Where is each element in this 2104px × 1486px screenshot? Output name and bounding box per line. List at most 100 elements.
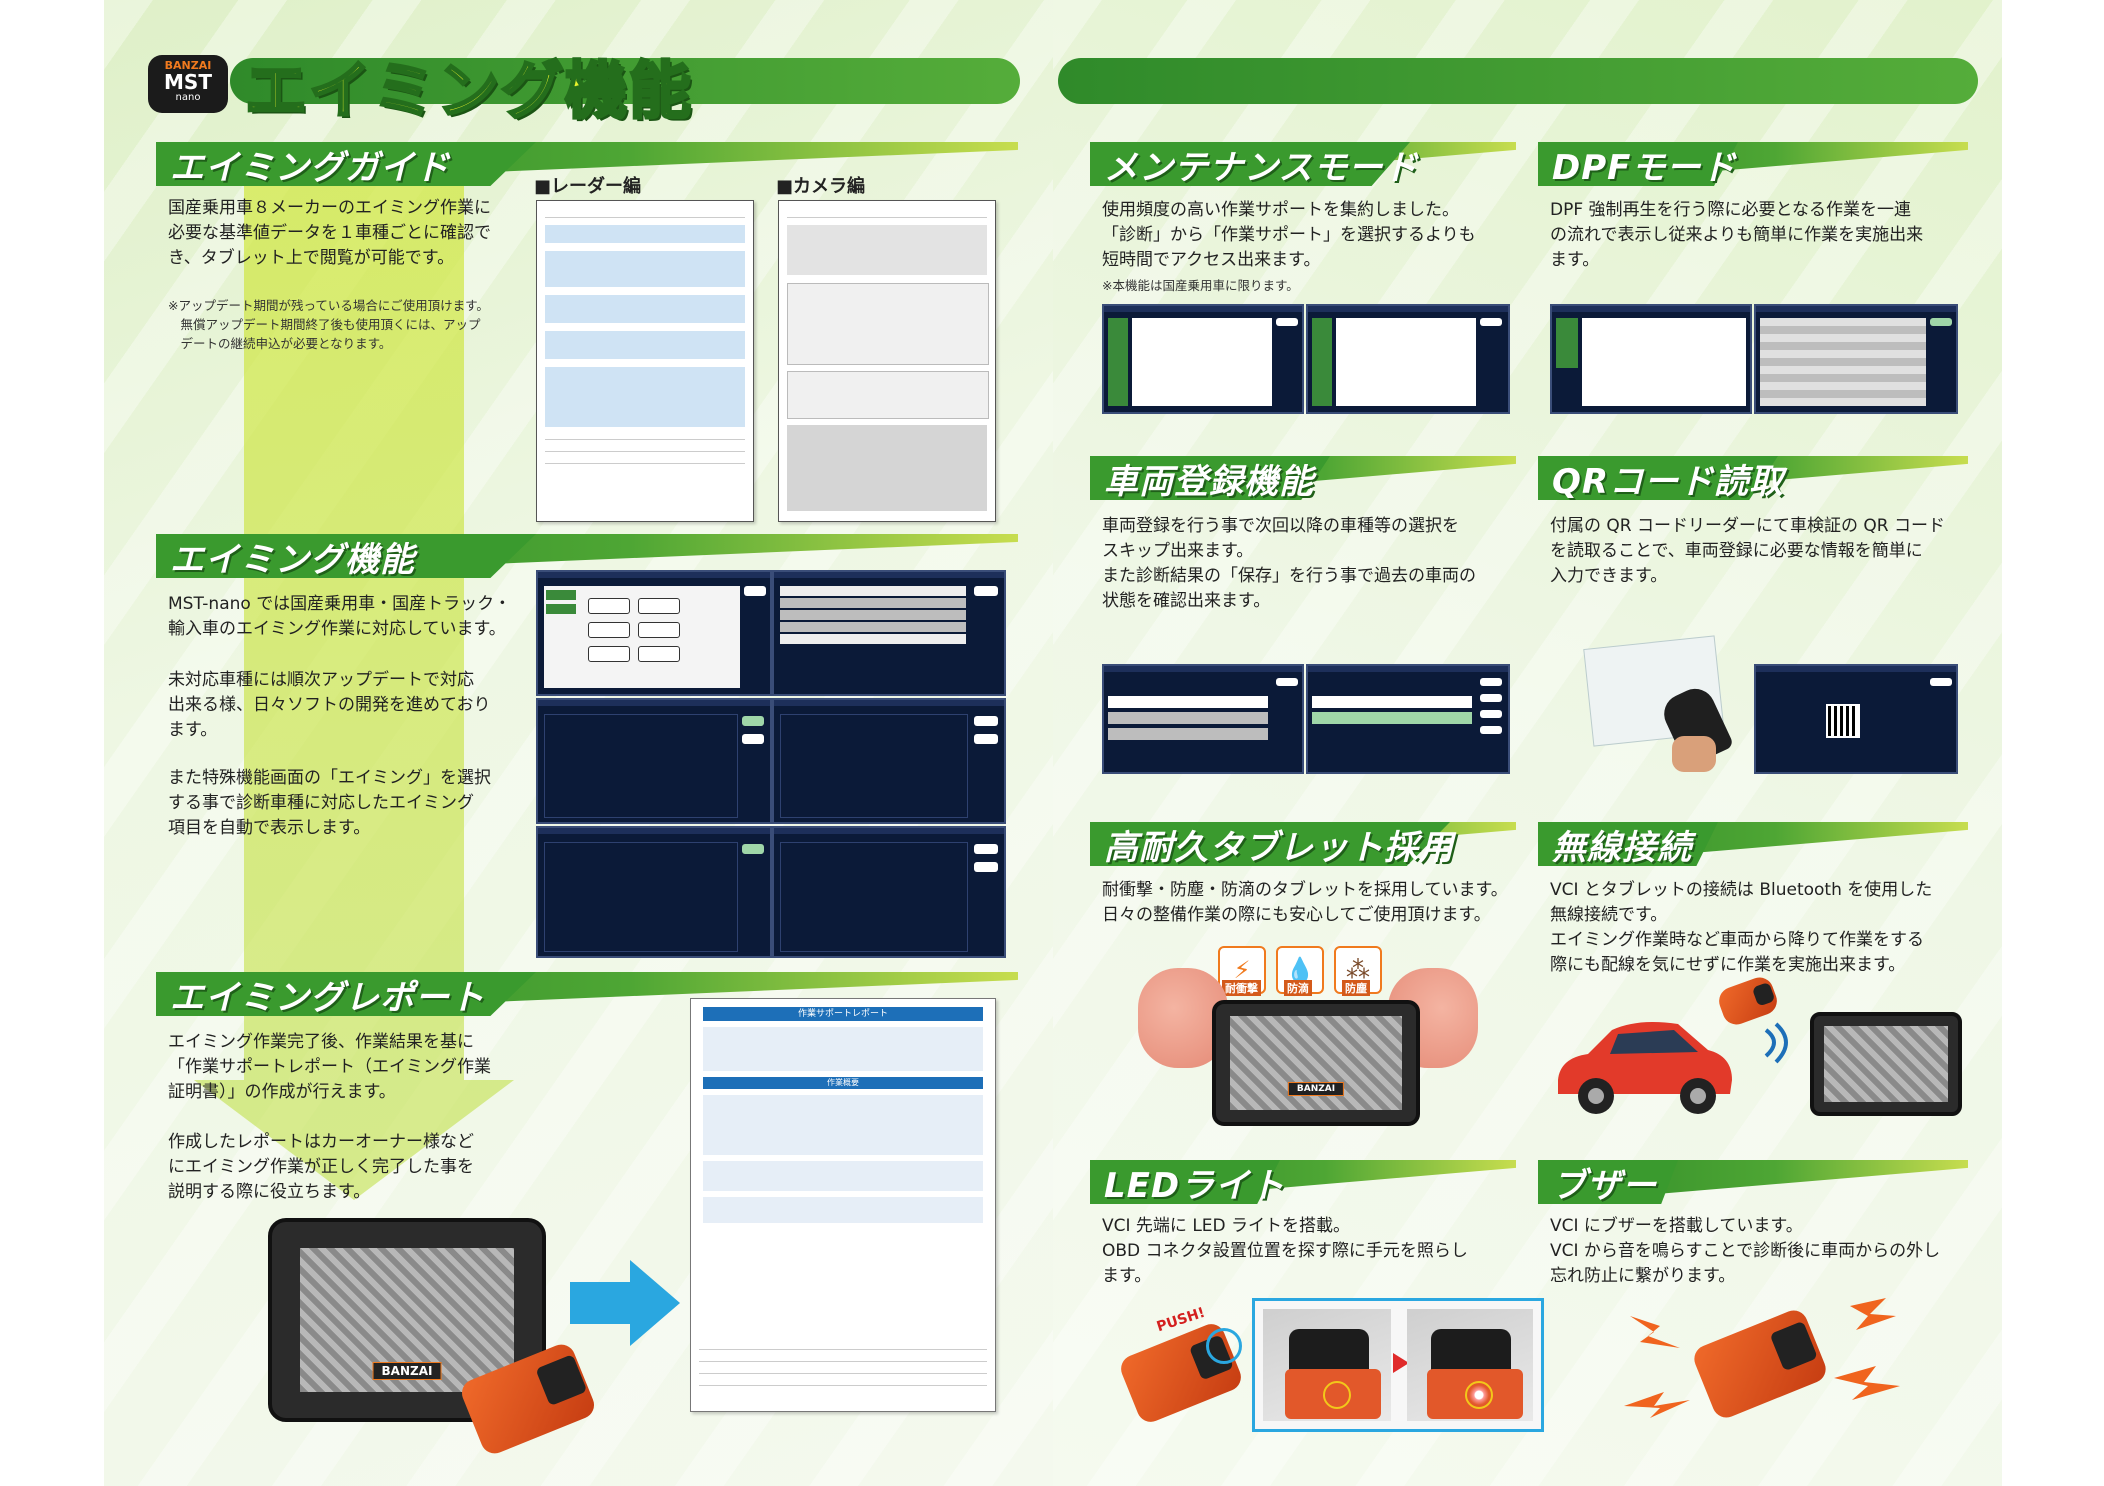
screen-button <box>742 844 764 854</box>
text-line: VCI とタブレットの接続は Bluetooth を使用した <box>1550 880 1933 900</box>
aiming-screen-1 <box>536 570 772 696</box>
text-line: ます。 <box>1550 250 1600 270</box>
aiming-screen-6 <box>772 826 1006 958</box>
registration-body: 車両登録を行う事で次回以降の車種等の選択を スキップ出来ます。 また診断結果の「… <box>1102 514 1522 614</box>
doc-rule <box>699 1385 987 1386</box>
heading-bar-accent <box>1538 456 1778 500</box>
screen-button <box>1480 694 1502 702</box>
play-arrow-icon <box>1393 1353 1409 1373</box>
text-line: 無償アップデート期間終了後も使用頂くには、アップ <box>168 317 481 332</box>
screen-header <box>774 572 1004 578</box>
text-line: MST-nano では国産乗用車・国産トラック・ <box>168 594 511 614</box>
screen-button <box>1276 678 1298 686</box>
aiming-screen-2 <box>772 570 1006 696</box>
screen-row <box>1108 696 1268 708</box>
doc-block <box>545 367 745 427</box>
screen-button <box>1480 726 1502 734</box>
screen-panel <box>1132 318 1272 406</box>
dpf-screen-1 <box>1550 304 1752 414</box>
dust-icon-glyph: ⁂ <box>1346 956 1370 984</box>
doc-block <box>545 251 745 287</box>
maintenance-screen-1 <box>1102 304 1304 414</box>
screen-button <box>1480 710 1502 718</box>
screen-side-item <box>546 604 576 614</box>
text-line: する事で診断車種に対応したエイミング <box>168 793 474 813</box>
section-heading-registration: 車両登録機能 <box>1090 456 1516 502</box>
text-line: 忘れ防止に繋がります。 <box>1550 1266 1736 1286</box>
arrow-right-icon <box>570 1260 680 1346</box>
wireless-body: VCI とタブレットの接続は Bluetooth を使用した 無線接続です。 エ… <box>1550 878 1970 978</box>
screen-button <box>974 716 998 726</box>
screen-button <box>638 598 680 614</box>
heading-text: エイミング機能 <box>170 540 415 580</box>
text-line: 無線接続です。 <box>1550 905 1668 925</box>
text-line: エイミング作業完了後、作業結果を基に <box>168 1032 474 1052</box>
tablet-body: 耐衝撃・防塵・防滴のタブレットを採用しています。 日々の整備作業の際にも安心して… <box>1102 878 1542 928</box>
text-line: 入力できます。 <box>1550 566 1668 586</box>
background-arrow <box>244 180 464 1080</box>
screen-button <box>638 622 680 638</box>
title-bar-left <box>230 58 1020 104</box>
heading-text: 高耐久タブレット採用 <box>1104 828 1454 868</box>
aiming-screen-4 <box>772 698 1006 824</box>
text-line: き、タブレット上で閲覧が可能です。 <box>168 248 455 268</box>
doc-rule <box>545 439 745 440</box>
text-line: ます。 <box>168 720 218 740</box>
screen-header <box>538 572 770 578</box>
section-heading-qr: QRコード読取 <box>1538 456 1968 502</box>
guide-note: ※アップデート期間が残っている場合にご使用頂けます。 無償アップデート期間終了後… <box>168 296 528 353</box>
text-line: OBD コネクタ設置位置を探す際に手元を照らし <box>1102 1241 1468 1261</box>
screen-header <box>1104 306 1302 312</box>
brand-bottom-text: nano <box>175 92 201 103</box>
qr-screen <box>1754 664 1958 774</box>
screen-button <box>1480 678 1502 686</box>
text-line: エイミング作業時など車両から降りて作業をする <box>1550 930 1924 950</box>
page-title: エイミング機能 <box>243 53 694 129</box>
screen-header <box>1308 666 1508 672</box>
screen-side-item <box>1312 318 1332 406</box>
text-line: VCI にブザーを搭載しています。 <box>1550 1216 1803 1236</box>
screen-header <box>1308 306 1508 312</box>
buzzer-body: VCI にブザーを搭載しています。 VCI から音を鳴らすことで診断後に車両から… <box>1550 1214 1970 1289</box>
text-line: VCI から音を鳴らすことで診断後に車両からの外し <box>1550 1241 1941 1261</box>
registration-screen-2 <box>1306 664 1510 774</box>
led-closeup-frame <box>1252 1298 1544 1432</box>
screen-panel <box>544 842 738 952</box>
text-line: VCI 先端に LED ライトを搭載。 <box>1102 1216 1351 1236</box>
doc-block <box>545 295 745 323</box>
screen-button <box>1930 318 1952 326</box>
report-document-thumbnail: 作業サポートレポート 作業概要 <box>690 998 996 1412</box>
screen-panel <box>1582 318 1746 406</box>
section-heading-maintenance: メンテナンスモード <box>1090 142 1516 188</box>
screen-row <box>780 634 966 644</box>
screen-button <box>974 586 998 596</box>
text-line: 耐衝撃・防塵・防滴のタブレットを採用しています。 <box>1102 880 1508 900</box>
screen-header <box>1756 666 1956 672</box>
screen-header <box>538 700 770 706</box>
shock-caption: 耐衝撃 <box>1222 980 1261 996</box>
text-line: また診断結果の「保存」を行う事で過去の車両の <box>1102 566 1476 586</box>
text-line: 日々の整備作業の際にも安心してご使用頂けます。 <box>1102 905 1491 925</box>
title-bar-right <box>1058 58 1978 104</box>
drop-caption: 防滴 <box>1284 980 1312 996</box>
doc-rule <box>545 451 745 452</box>
heading-bar-accent <box>156 534 536 578</box>
doc-rule <box>545 463 745 464</box>
screen-button <box>638 646 680 662</box>
screen-button <box>588 622 630 638</box>
section-heading-wireless: 無線接続 <box>1538 822 1968 868</box>
text-line: 説明する際に役立ちます。 <box>168 1182 371 1202</box>
qr-reader-hand <box>1672 736 1716 772</box>
led-off-marker <box>1323 1381 1351 1409</box>
heading-bar-accent <box>1090 142 1410 186</box>
maintenance-note: ※本機能は国産乗用車に限ります。 <box>1102 278 1299 293</box>
screen-row <box>780 610 966 620</box>
text-line: を読取ることで、車両登録に必要な情報を簡単に <box>1550 541 1923 561</box>
screen-row <box>780 622 966 632</box>
report-body-1: エイミング作業完了後、作業結果を基に 「作業サポートレポート（エイミング作業 証… <box>168 1030 528 1105</box>
screen-row <box>1312 696 1472 708</box>
brand-logo: BANZAI MST nano <box>148 55 228 113</box>
heading-text: エイミングガイド <box>170 148 450 188</box>
screen-button <box>1480 318 1502 326</box>
background-arrow-tip <box>194 1080 514 1200</box>
